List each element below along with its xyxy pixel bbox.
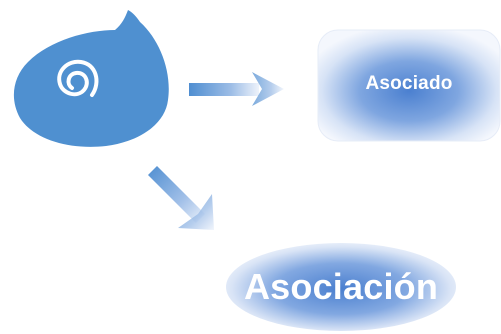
node-asociado (317, 29, 501, 142)
node-asociacion (226, 243, 456, 331)
node-label-asociacion: Asociación (243, 266, 439, 307)
node-label-asociado: Asociado (365, 73, 453, 94)
arrow-right-icon (189, 72, 284, 106)
spiral-shell-icon (13, 10, 169, 147)
arrow-down-right-icon (148, 166, 214, 230)
